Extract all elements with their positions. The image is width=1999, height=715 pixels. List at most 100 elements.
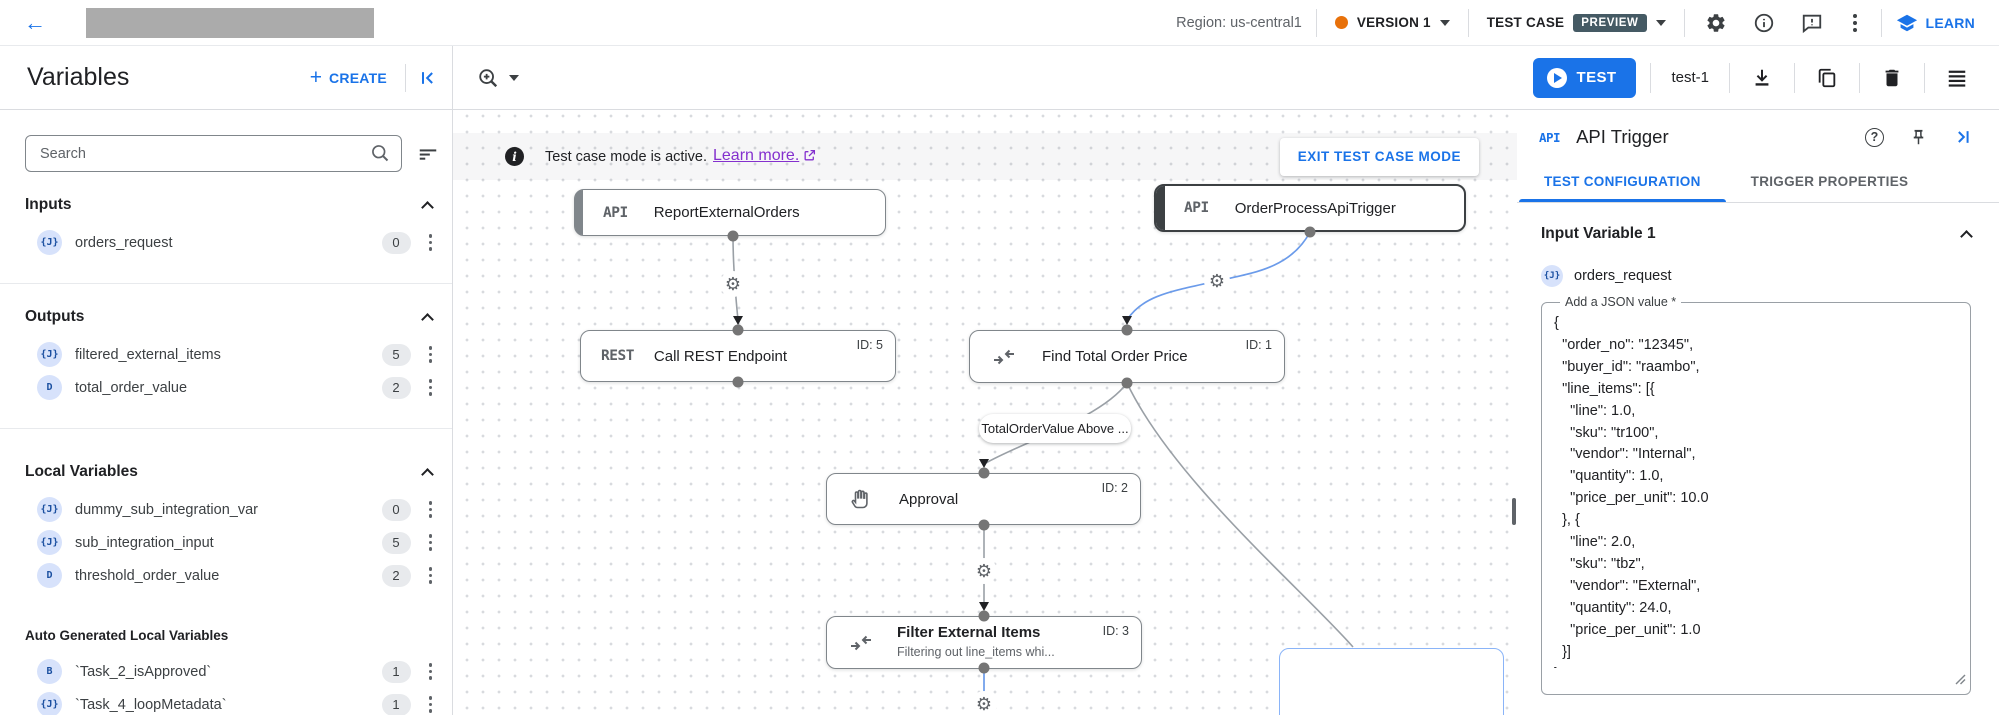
- chevron-up-icon[interactable]: [1960, 230, 1973, 243]
- tab-trigger-properties[interactable]: TRIGGER PROPERTIES: [1750, 173, 1909, 189]
- row-menu-icon[interactable]: [423, 692, 439, 715]
- copy-icon[interactable]: [1809, 60, 1845, 96]
- learn-button[interactable]: LEARN: [1896, 12, 1975, 34]
- tab-test-configuration[interactable]: TEST CONFIGURATION: [1519, 160, 1726, 202]
- node-accent-bar: [1156, 186, 1165, 230]
- test-mode-banner: i Test case mode is active. Learn more. …: [453, 133, 1517, 180]
- variable-row[interactable]: {J} sub_integration_input 5: [0, 526, 452, 559]
- node-id: ID: 2: [1101, 481, 1128, 495]
- sort-filter-icon[interactable]: [417, 143, 439, 165]
- edge-gear-icon[interactable]: ⚙: [720, 271, 746, 297]
- help-icon[interactable]: ?: [1865, 127, 1884, 147]
- node-id: ID: 1: [1245, 338, 1272, 352]
- divider: [1315, 8, 1317, 37]
- variables-panel-title: Variables: [27, 63, 130, 91]
- search-input[interactable]: [25, 135, 402, 172]
- divider: [405, 63, 406, 92]
- test-case-label: TEST CASE: [1486, 15, 1565, 30]
- exit-test-case-mode-button[interactable]: EXIT TEST CASE MODE: [1279, 137, 1479, 176]
- node-find-total-order-price[interactable]: Find Total Order Price ID: 1: [969, 330, 1285, 383]
- row-menu-icon[interactable]: [423, 375, 439, 400]
- version-dropdown[interactable]: VERSION 1: [1331, 15, 1454, 30]
- double-type-icon: D: [37, 563, 62, 588]
- row-menu-icon[interactable]: [423, 230, 439, 255]
- download-icon[interactable]: [1744, 60, 1780, 96]
- variable-row[interactable]: D total_order_value 2: [0, 371, 452, 404]
- edge-gear-icon[interactable]: ⚙: [1204, 268, 1230, 294]
- resize-handle[interactable]: [1955, 672, 1966, 690]
- api-badge: API: [603, 204, 628, 221]
- version-status-dot: [1334, 16, 1348, 29]
- external-link-icon: [803, 149, 816, 167]
- node-id: ID: 5: [856, 338, 883, 352]
- create-variable-button[interactable]: + CREATE: [309, 66, 387, 89]
- pin-icon[interactable]: [1909, 128, 1928, 147]
- row-menu-icon[interactable]: [423, 342, 439, 367]
- collapse-right-icon[interactable]: [1953, 127, 1973, 147]
- input-variable-heading: Input Variable 1: [1541, 225, 1656, 242]
- section-header[interactable]: Inputs: [0, 196, 452, 214]
- node-filter-external-items[interactable]: Filter External Items Filtering out line…: [826, 616, 1142, 669]
- section-title: Local Variables: [25, 463, 138, 480]
- learn-label: LEARN: [1925, 14, 1975, 31]
- caret-down-icon: [1439, 19, 1450, 26]
- variable-row[interactable]: {J} `Task_4_loopMetadata` 1: [0, 688, 452, 715]
- test-configuration-body: Input Variable 1 {J} orders_request Add …: [1517, 203, 1999, 715]
- usage-count-badge: 0: [381, 231, 411, 254]
- row-menu-icon[interactable]: [423, 659, 439, 684]
- row-menu-icon[interactable]: [423, 497, 439, 522]
- json-value-input[interactable]: { "order_no": "12345", "buyer_id": "raam…: [1554, 313, 1958, 668]
- edge-gear-icon[interactable]: ⚙: [971, 558, 997, 584]
- data-mapping-icon: [992, 345, 1016, 369]
- collapse-panel-icon[interactable]: [418, 68, 438, 88]
- variables-sidebar: Inputs {J} orders_request 0 Outputs: [0, 110, 453, 715]
- node-report-external-orders[interactable]: API ReportExternalOrders: [574, 189, 886, 236]
- variable-row[interactable]: B `Task_2_isApproved` 1: [0, 655, 452, 688]
- divider: [1729, 62, 1730, 93]
- edge-condition-label[interactable]: TotalOrderValue Above ...: [979, 414, 1131, 443]
- feedback-icon[interactable]: [1795, 6, 1829, 40]
- section-title: Inputs: [25, 196, 72, 213]
- test-button[interactable]: TEST: [1532, 57, 1637, 98]
- section-header[interactable]: Local Variables: [0, 463, 452, 481]
- test-case-dropdown[interactable]: TEST CASE PREVIEW: [1483, 13, 1670, 32]
- integration-canvas[interactable]: i Test case mode is active. Learn more. …: [453, 110, 1517, 715]
- section-title: Auto Generated Local Variables: [25, 628, 229, 643]
- top-bar-right: Region: us-central1 VERSION 1 TEST CASE …: [1176, 6, 1975, 40]
- variable-row[interactable]: {J} dummy_sub_integration_var 0: [0, 493, 452, 526]
- section-header[interactable]: Outputs: [0, 308, 452, 326]
- info-icon[interactable]: [1747, 6, 1781, 40]
- row-menu-icon[interactable]: [423, 530, 439, 555]
- variable-row[interactable]: {J} filtered_external_items 5: [0, 338, 452, 371]
- plus-icon: +: [309, 66, 322, 89]
- api-badge: API: [1539, 129, 1561, 145]
- json-type-icon: {J}: [1541, 265, 1563, 287]
- zoom-tool-dropdown[interactable]: [477, 67, 519, 89]
- node-call-rest-endpoint[interactable]: REST Call REST Endpoint ID: 5: [580, 330, 896, 382]
- learn-more-link[interactable]: Learn more.: [713, 147, 816, 167]
- banner-message: Test case mode is active.: [545, 148, 707, 165]
- settings-gear-icon[interactable]: [1699, 6, 1733, 40]
- chevron-up-icon: [421, 201, 434, 214]
- chevron-up-icon: [421, 468, 434, 481]
- variable-row[interactable]: D threshold_order_value 2: [0, 559, 452, 592]
- divider: [1880, 8, 1882, 37]
- panel-tabs: TEST CONFIGURATION TRIGGER PROPERTIES: [1517, 160, 1999, 203]
- node-accent-bar: [575, 190, 583, 235]
- node-approval[interactable]: Approval ID: 2: [826, 473, 1141, 525]
- task-list-menu-icon[interactable]: [1939, 60, 1975, 96]
- json-type-icon: {J}: [37, 230, 62, 255]
- row-menu-icon[interactable]: [423, 563, 439, 588]
- edge-gear-icon[interactable]: ⚙: [971, 691, 997, 715]
- canvas-scrollbar[interactable]: [1512, 498, 1516, 525]
- back-arrow-icon[interactable]: ←: [24, 9, 46, 35]
- delete-icon[interactable]: [1874, 60, 1910, 96]
- test-case-name[interactable]: test-1: [1671, 69, 1709, 86]
- variable-row[interactable]: {J} orders_request 0: [0, 226, 452, 259]
- node-partial-bottom[interactable]: [1279, 648, 1504, 715]
- more-options-icon[interactable]: [1843, 10, 1867, 36]
- node-order-process-api-trigger[interactable]: API OrderProcessApiTrigger: [1154, 184, 1466, 232]
- json-field-label: Add a JSON value *: [1565, 295, 1677, 309]
- divider: [1683, 8, 1685, 37]
